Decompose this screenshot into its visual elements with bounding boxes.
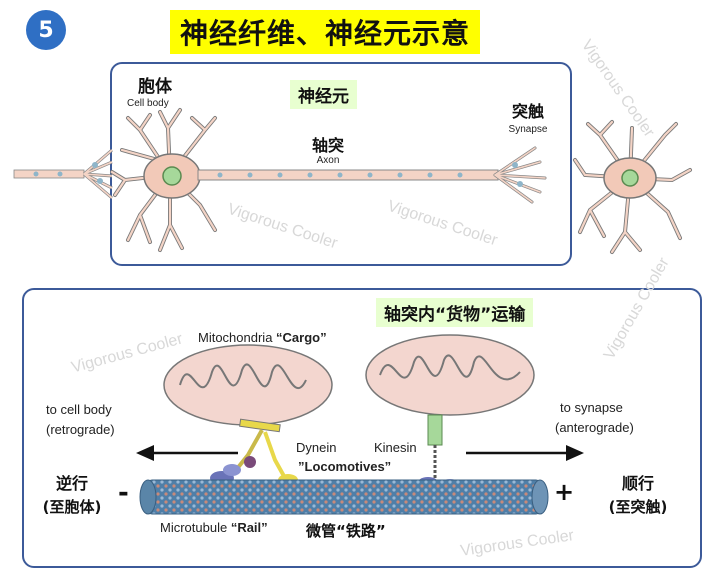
left-axon-terminal [13,148,113,200]
plus-end-sign: + [554,478,575,506]
neuron-drawing [110,108,547,252]
to-cell-body-label: to cell body [46,402,112,417]
anterograde-label: (anterograde) [555,420,634,435]
locomotives-label: ”Locomotives” [298,459,392,474]
cargo-word: “Cargo” [276,330,327,345]
rail-word: “Rail” [230,520,268,535]
synapse-label-zh: 突触 [511,102,545,121]
neuron-label: 神经元 [290,80,357,109]
right-neuron [573,120,692,254]
dynein-label: Dynein [296,440,337,455]
axon-label-en: Axon [316,155,340,166]
mitochondrion-right [365,334,535,416]
mitochondrion-left [163,344,333,426]
retrograde-arrow [136,445,238,461]
anterograde-sub-label-zh: (至突触) [608,498,668,516]
retrograde-sub-label-zh: (至胞体) [42,498,102,516]
rail-label-zh: 微管“铁路” [306,522,386,540]
transport-label: 轴突内“货物”运输 [376,298,534,327]
axon-label-zh: 轴突 [311,136,345,155]
minus-end-sign: - [118,478,129,508]
microtubule-rail [139,479,549,515]
transport-panel [22,288,702,568]
retrograde-label: (retrograde) [46,422,115,437]
anterograde-label-zh: 顺行 [621,474,655,493]
synapse-label-en: Synapse [508,124,548,135]
cargo-label: Mitochondria “Cargo” [198,330,327,345]
slide-number-badge: 5 [26,10,66,50]
cell-body-label-zh: 胞体 [138,77,172,97]
microtubule-label: Microtubule “Rail” [160,520,268,535]
page-title: 神经纤维、神经元示意 [170,10,481,54]
cell-body-label-en: Cell body [127,98,169,109]
retrograde-label-zh: 逆行 [55,474,89,493]
to-synapse-label: to synapse [560,400,623,415]
anterograde-arrow [466,445,584,461]
cargo-prefix: Mitochondria [198,330,277,345]
kinesin-label: Kinesin [374,440,417,455]
microtubule-prefix: Microtubule [160,520,231,535]
